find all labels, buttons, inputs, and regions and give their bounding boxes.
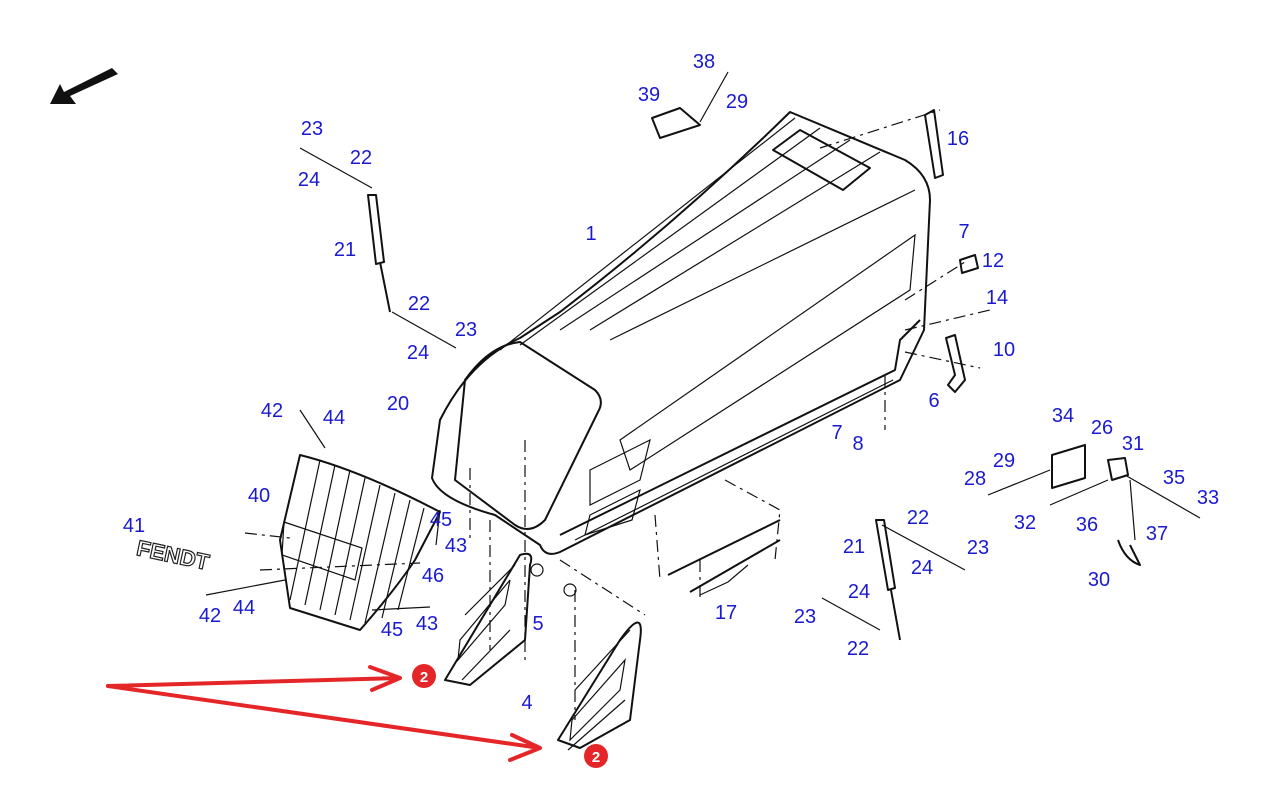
callout-label: 30 <box>1088 569 1110 591</box>
bracket-34 <box>1051 444 1086 489</box>
callout-label: 23 <box>794 606 816 628</box>
hood-part-1 <box>431 111 931 555</box>
front-grille-40 <box>279 454 441 631</box>
callout-label: 8 <box>852 433 863 455</box>
gas-strut-21-bottom <box>875 519 901 641</box>
svg-text:2: 2 <box>592 749 600 766</box>
callout-label: 7 <box>831 422 842 444</box>
highlight-arrows <box>106 665 542 762</box>
latch-12 <box>959 254 979 274</box>
callout-label: 4 <box>521 692 532 714</box>
handle-6 <box>945 334 966 393</box>
callout-label: 21 <box>334 239 356 261</box>
callout-label: 31 <box>1122 433 1144 455</box>
callout-label: 41 <box>123 515 145 537</box>
callout-label: 20 <box>387 393 409 415</box>
direction-arrow-icon <box>50 68 118 104</box>
callout-label: 22 <box>847 638 869 660</box>
hinge-31 <box>1107 457 1129 481</box>
side-grille-2-lower <box>557 621 642 751</box>
callout-label: 40 <box>248 485 270 507</box>
callout-label: 5 <box>532 613 543 635</box>
fendt-logo-41: FENDT <box>135 535 212 575</box>
highlight-badge: 2 <box>412 664 436 688</box>
callout-label: 35 <box>1163 467 1185 489</box>
callout-label: 17 <box>715 602 737 624</box>
callout-label: 1 <box>585 223 596 245</box>
callout-label: 12 <box>982 250 1004 272</box>
callout-label: 24 <box>298 169 320 191</box>
callout-label: 42 <box>261 400 283 422</box>
callout-label: 44 <box>233 597 255 619</box>
callout-label: 45 <box>430 509 452 531</box>
svg-text:2: 2 <box>420 669 428 686</box>
callout-label: 29 <box>993 450 1015 472</box>
callout-label: 21 <box>843 536 865 558</box>
callout-label: 7 <box>958 221 969 243</box>
callout-label: 39 <box>638 84 660 106</box>
callout-label: 6 <box>928 390 939 412</box>
callout-label: 32 <box>1014 512 1036 534</box>
trim-strip-16 <box>924 109 944 179</box>
side-grille-2-upper <box>444 552 533 686</box>
callout-label: 28 <box>964 468 986 490</box>
seal-strip-17 <box>667 519 781 593</box>
callout-label: 43 <box>445 535 467 557</box>
callout-label: 34 <box>1052 405 1074 427</box>
callout-label: 23 <box>455 319 477 341</box>
callout-label: 16 <box>947 128 969 150</box>
gas-strut-21-top <box>367 194 391 313</box>
callout-labels: 38 39 29 16 23 22 24 1 21 7 12 14 22 23 … <box>123 51 1219 714</box>
callout-label: 10 <box>993 339 1015 361</box>
callout-label: 44 <box>323 407 345 429</box>
callout-label: 42 <box>199 605 221 627</box>
highlight-badge: 2 <box>584 744 608 768</box>
callout-label: 24 <box>848 581 870 603</box>
callout-label: 33 <box>1197 487 1219 509</box>
bracket-39 <box>651 107 701 139</box>
callout-label: 38 <box>693 51 715 73</box>
clip-30 <box>1117 539 1141 566</box>
callout-label: 26 <box>1091 417 1113 439</box>
callout-label: 22 <box>350 147 372 169</box>
callout-label: 23 <box>301 118 323 140</box>
callout-label: 29 <box>726 91 748 113</box>
callout-label: 23 <box>967 537 989 559</box>
callout-label: 14 <box>986 287 1008 309</box>
callout-label: 22 <box>907 507 929 529</box>
callout-label: 46 <box>422 565 444 587</box>
callout-label: 43 <box>416 613 438 635</box>
callout-label: 24 <box>911 557 933 579</box>
callout-label: 22 <box>408 293 430 315</box>
callout-label: 45 <box>381 619 403 641</box>
callout-label: 24 <box>407 342 429 364</box>
callout-label: 36 <box>1076 514 1098 536</box>
callout-label: 37 <box>1146 523 1168 545</box>
